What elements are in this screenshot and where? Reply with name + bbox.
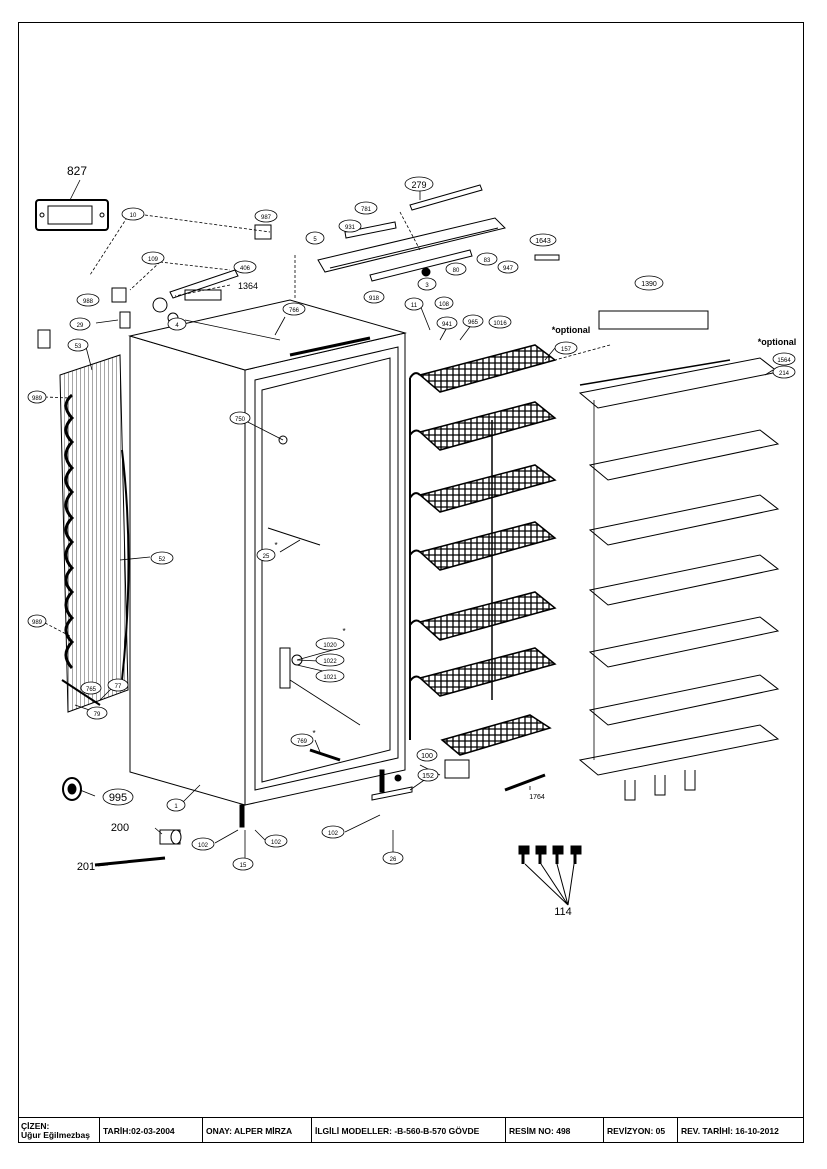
callout-29: 29 — [77, 323, 84, 329]
glass-shelves — [578, 357, 780, 801]
callout-931: 931 — [345, 225, 356, 231]
callout-1390: 1390 — [641, 281, 657, 288]
author-label: ÇİZEN: — [21, 1120, 50, 1131]
callout-102-door: 102 — [328, 831, 339, 837]
callout-102-right: 102 — [271, 840, 282, 846]
callout-114: 114 — [554, 906, 572, 918]
callout-53: 53 — [75, 344, 82, 350]
callout-5: 5 — [313, 237, 317, 243]
callout-1016: 1016 — [493, 321, 507, 327]
callout-279: 279 — [411, 180, 426, 190]
callout-15: 15 — [240, 863, 247, 869]
star-marker-1020: * — [342, 627, 345, 636]
author-name: Uğur Eğilmezbaş — [21, 1129, 90, 1140]
drawing-number-cell: RESİM NO: 498 — [506, 1118, 604, 1143]
cabinet-body — [128, 299, 407, 828]
callout-406: 406 — [240, 266, 251, 272]
callout-941: 941 — [442, 322, 453, 328]
callout-102-left: 102 — [198, 843, 209, 849]
top-frame-bar — [37, 184, 560, 349]
models-cell: İLGİLİ MODELLER: -B-560-B-570 GÖVDE — [312, 1118, 506, 1143]
callout-995: 995 — [109, 792, 127, 804]
revision-cell: REVİZYON: 05 — [604, 1118, 678, 1143]
author-cell: ÇİZEN: Uğur Eğilmezbaş — [18, 1118, 100, 1143]
callout-152: 152 — [422, 773, 434, 780]
callout-157: 157 — [561, 347, 572, 353]
exploded-parts-diagram: 827 10 987 279 781 931 5 1643 109 406 13… — [27, 164, 796, 918]
screw-group-114 — [518, 845, 582, 906]
optional-note-right: *optional — [758, 337, 797, 347]
callout-987: 987 — [261, 215, 272, 221]
leader-lines — [44, 211, 611, 637]
approval-cell: ONAY: ALPER MİRZA — [203, 1118, 312, 1143]
callout-827: 827 — [67, 164, 87, 178]
callout-766: 766 — [289, 308, 300, 314]
callout-989-bottom: 989 — [32, 620, 43, 626]
callout-79: 79 — [94, 712, 101, 718]
callout-765: 765 — [86, 687, 97, 693]
callout-3: 3 — [425, 283, 429, 289]
callout-83: 83 — [484, 258, 491, 264]
callout-1564: 1564 — [777, 358, 791, 364]
callout-769: 769 — [297, 739, 308, 745]
callout-988: 988 — [83, 299, 94, 305]
callout-1764: 1764 — [529, 794, 545, 801]
drawing-frame — [18, 22, 804, 1143]
callout-214: 214 — [779, 371, 790, 377]
callout-750: 750 — [235, 417, 246, 423]
evaporator-shelves — [409, 344, 557, 756]
revision-date-cell: REV. TARİHİ: 16-10-2012 — [681, 1125, 779, 1136]
star-marker-25: * — [274, 541, 277, 550]
callout-26: 26 — [390, 857, 397, 863]
callout-80: 80 — [453, 268, 460, 274]
condenser-coil — [59, 354, 130, 713]
callout-1021: 1021 — [323, 675, 337, 681]
callout-989-top: 989 — [32, 396, 43, 402]
date-cell: TARİH:02-03-2004 — [100, 1118, 203, 1143]
star-marker-769: * — [312, 729, 315, 738]
callout-781: 781 — [361, 207, 372, 213]
callout-1364: 1364 — [238, 281, 258, 291]
callout-52: 52 — [159, 557, 166, 563]
bottom-parts — [62, 759, 582, 906]
callout-labels: 827 10 987 279 781 931 5 1643 109 406 13… — [32, 164, 796, 918]
callout-77: 77 — [115, 684, 122, 690]
callout-918: 918 — [369, 296, 380, 302]
callout-bubbles — [27, 176, 796, 871]
callout-965: 965 — [468, 320, 479, 326]
callout-10: 10 — [130, 213, 137, 219]
optional-note-left: *optional — [552, 325, 591, 335]
callout-200: 200 — [111, 822, 129, 834]
callout-1643: 1643 — [535, 238, 551, 245]
callout-1022: 1022 — [323, 659, 337, 665]
callout-100: 100 — [421, 753, 433, 760]
callout-25: 25 — [263, 554, 270, 560]
part-827 — [35, 199, 109, 231]
callout-11: 11 — [411, 303, 418, 309]
callout-201: 201 — [77, 861, 95, 873]
callout-4: 4 — [175, 323, 179, 329]
title-block: ÇİZEN: Uğur Eğilmezbaş TARİH:02-03-2004 … — [18, 1117, 804, 1143]
label-box-1390 — [598, 310, 709, 330]
callout-947: 947 — [503, 266, 514, 272]
callout-1: 1 — [174, 804, 178, 810]
callout-1020: 1020 — [323, 643, 337, 649]
callout-108: 108 — [439, 302, 450, 308]
callout-109: 109 — [148, 257, 159, 263]
